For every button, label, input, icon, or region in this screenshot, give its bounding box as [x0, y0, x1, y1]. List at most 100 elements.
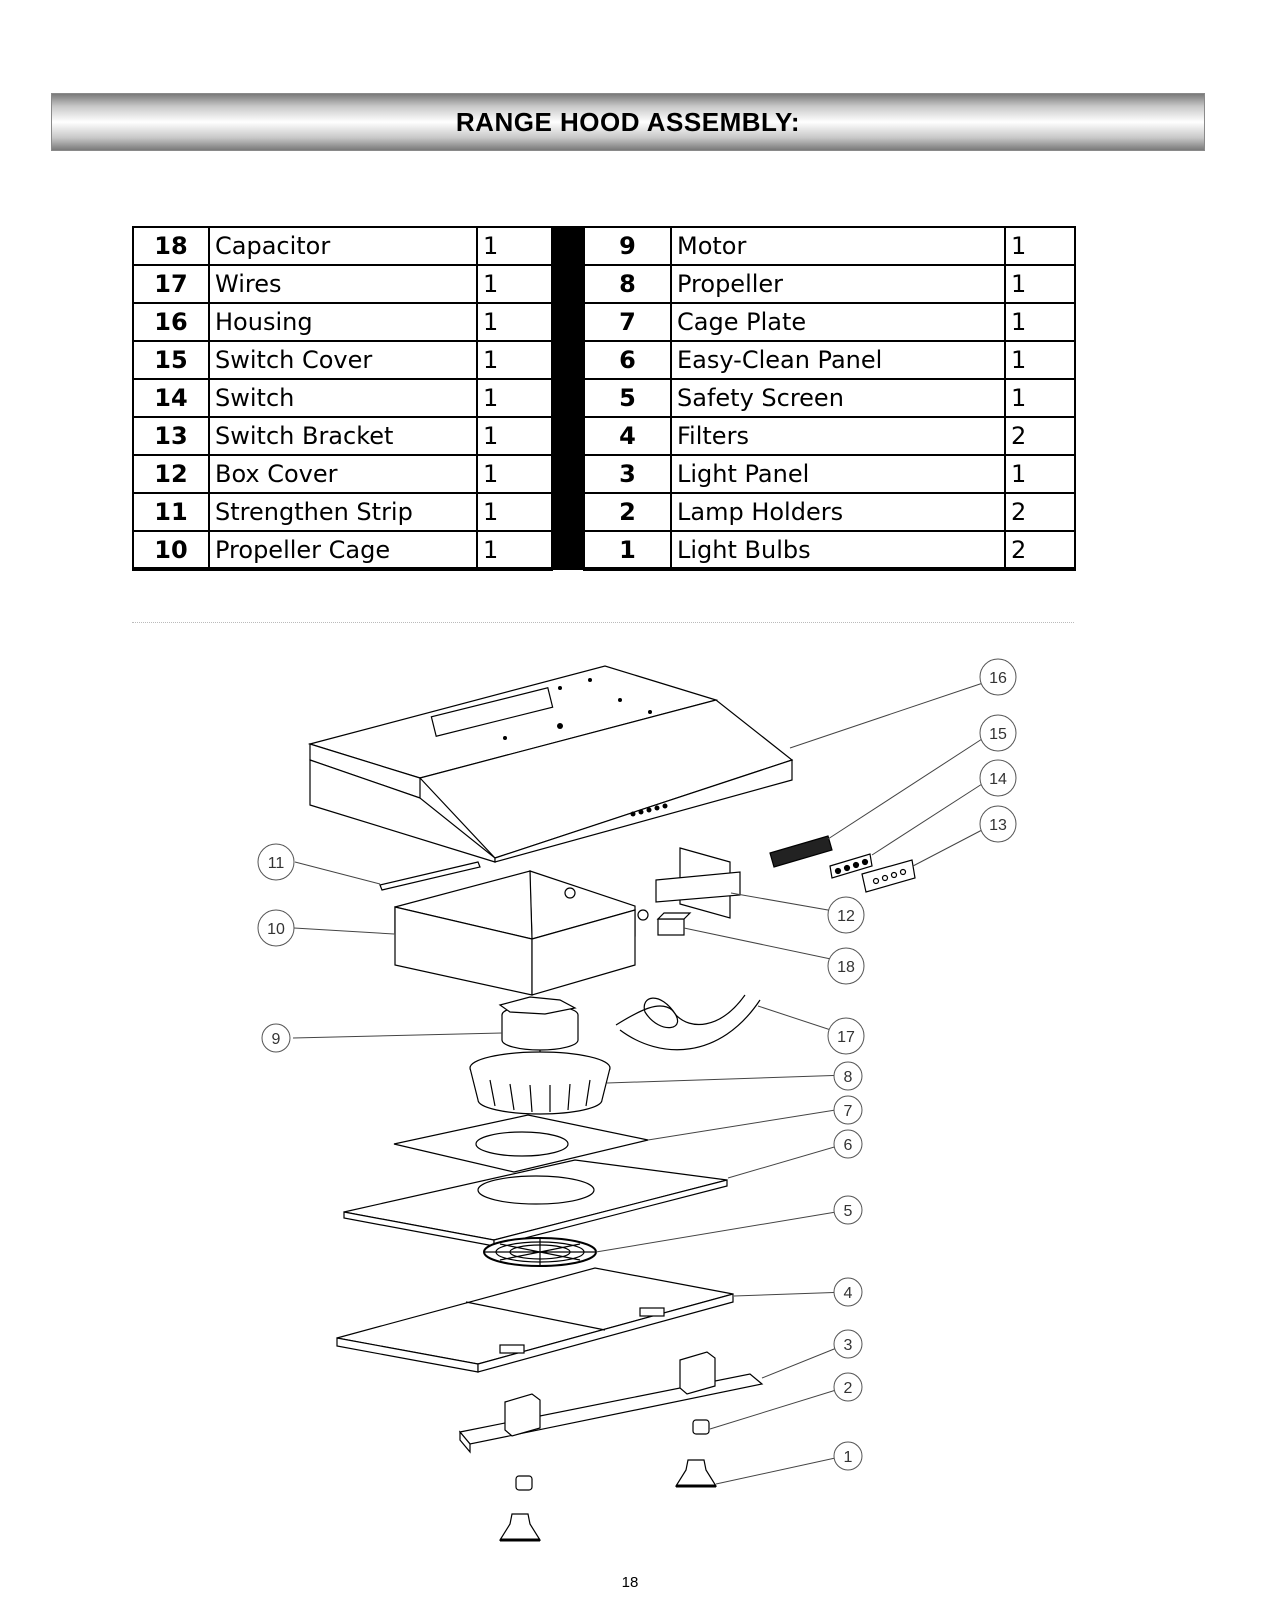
part-qty: 2 [1004, 416, 1076, 456]
part-name: Filters [670, 416, 1006, 456]
part-qty: 1 [1004, 264, 1076, 304]
part-qty: 1 [1004, 340, 1076, 380]
callout-circle [979, 759, 1017, 797]
column-divider [551, 226, 585, 570]
part-name: Lamp Holders [670, 492, 1006, 532]
propeller-cage-drawing [394, 870, 649, 996]
callout-label: 5 [844, 1203, 853, 1220]
callout-label: 6 [844, 1137, 853, 1154]
callout-label: 4 [844, 1285, 853, 1302]
callout-circle [979, 658, 1017, 696]
easy-clean-panel-drawing [343, 1159, 728, 1247]
part-name: Capacitor [208, 226, 478, 266]
table-row: 15 Switch Cover 1 6 Easy-Clean Panel 1 [132, 340, 1076, 380]
callout-label: 17 [837, 1029, 855, 1046]
table-row: 12 Box Cover 1 3 Light Panel 1 [132, 454, 1076, 494]
part-number: 8 [583, 264, 672, 304]
parts-table: 18 Capacitor 1 9 Motor 1 17 Wires 1 8 Pr… [132, 226, 1076, 571]
table-row: 11 Strengthen Strip 1 2 Lamp Holders 2 [132, 492, 1076, 532]
wires-drawing [615, 994, 761, 1051]
callout-circle [833, 1277, 863, 1307]
callout-circles [257, 658, 1017, 1471]
table-row: 13 Switch Bracket 1 4 Filters 2 [132, 416, 1076, 456]
safety-screen-drawing [483, 1237, 597, 1267]
divider [132, 622, 1074, 623]
part-name: Switch Bracket [208, 416, 478, 456]
part-number: 12 [132, 454, 210, 494]
part-number: 6 [583, 340, 672, 380]
callout-label: 3 [844, 1337, 853, 1354]
part-name: Propeller [670, 264, 1006, 304]
part-number: 15 [132, 340, 210, 380]
leader-lines [292, 682, 984, 1485]
callout-circle [833, 1329, 863, 1359]
filters-drawing [336, 1267, 734, 1373]
callout-label: 18 [837, 959, 855, 976]
part-qty: 2 [1004, 492, 1076, 532]
part-number: 17 [132, 264, 210, 304]
callout-circle [979, 714, 1017, 752]
table-row: 16 Housing 1 7 Cage Plate 1 [132, 302, 1076, 342]
part-number: 2 [583, 492, 672, 532]
cage-plate-drawing [393, 1114, 649, 1173]
callout-circle [833, 1441, 863, 1471]
callout-labels: 16 15 14 13 11 10 9 12 18 17 8 7 6 5 4 3… [267, 670, 1007, 1466]
part-name: Box Cover [208, 454, 478, 494]
title-banner: RANGE HOOD ASSEMBLY: [51, 93, 1205, 151]
table-row: 10 Propeller Cage 1 1 Light Bulbs 2 [132, 530, 1076, 571]
callout-label: 7 [844, 1103, 853, 1120]
callout-label: 12 [837, 908, 855, 925]
callout-circle [827, 947, 865, 985]
part-number: 10 [132, 530, 210, 571]
callout-label: 14 [989, 771, 1007, 788]
part-number: 11 [132, 492, 210, 532]
light-bulbs-drawing [498, 1459, 718, 1542]
callout-label: 10 [267, 921, 285, 938]
part-name: Switch [208, 378, 478, 418]
callout-label: 11 [268, 855, 285, 872]
callout-label: 1 [844, 1449, 853, 1466]
part-qty: 1 [476, 378, 553, 418]
callout-circle [833, 1372, 863, 1402]
box-cover-drawing [655, 847, 741, 919]
switch-drawing [829, 853, 873, 879]
part-qty: 1 [1004, 226, 1076, 266]
part-name: Strengthen Strip [208, 492, 478, 532]
part-name: Safety Screen [670, 378, 1006, 418]
callout-circle [261, 1023, 291, 1053]
callout-label: 2 [844, 1380, 853, 1397]
part-qty: 1 [476, 530, 553, 571]
part-qty: 1 [1004, 378, 1076, 418]
callout-circle [827, 1017, 865, 1055]
housing-drawing [307, 665, 794, 863]
callout-label: 8 [844, 1069, 853, 1086]
lamp-holders-drawing [515, 1419, 710, 1491]
part-name: Light Bulbs [670, 530, 1006, 571]
propeller-drawing [469, 1051, 611, 1115]
part-qty: 1 [1004, 454, 1076, 494]
callout-circle [833, 1095, 863, 1125]
part-qty: 1 [476, 454, 553, 494]
part-name: Switch Cover [208, 340, 478, 380]
part-qty: 1 [1004, 302, 1076, 342]
part-qty: 2 [1004, 530, 1076, 571]
part-qty: 1 [476, 492, 553, 532]
table-row: 17 Wires 1 8 Propeller 1 [132, 264, 1076, 304]
strengthen-strip-drawing [379, 861, 481, 891]
part-name: Wires [208, 264, 478, 304]
part-qty: 1 [476, 302, 553, 342]
part-qty: 1 [476, 264, 553, 304]
part-number: 9 [583, 226, 672, 266]
part-name: Housing [208, 302, 478, 342]
part-number: 5 [583, 378, 672, 418]
part-number: 14 [132, 378, 210, 418]
part-number: 3 [583, 454, 672, 494]
part-name: Easy-Clean Panel [670, 340, 1006, 380]
part-number: 4 [583, 416, 672, 456]
part-qty: 1 [476, 416, 553, 456]
light-panel-drawing [458, 1351, 764, 1454]
callout-label: 13 [989, 817, 1007, 834]
callout-circle [827, 896, 865, 934]
part-number: 1 [583, 530, 672, 571]
part-name: Light Panel [670, 454, 1006, 494]
